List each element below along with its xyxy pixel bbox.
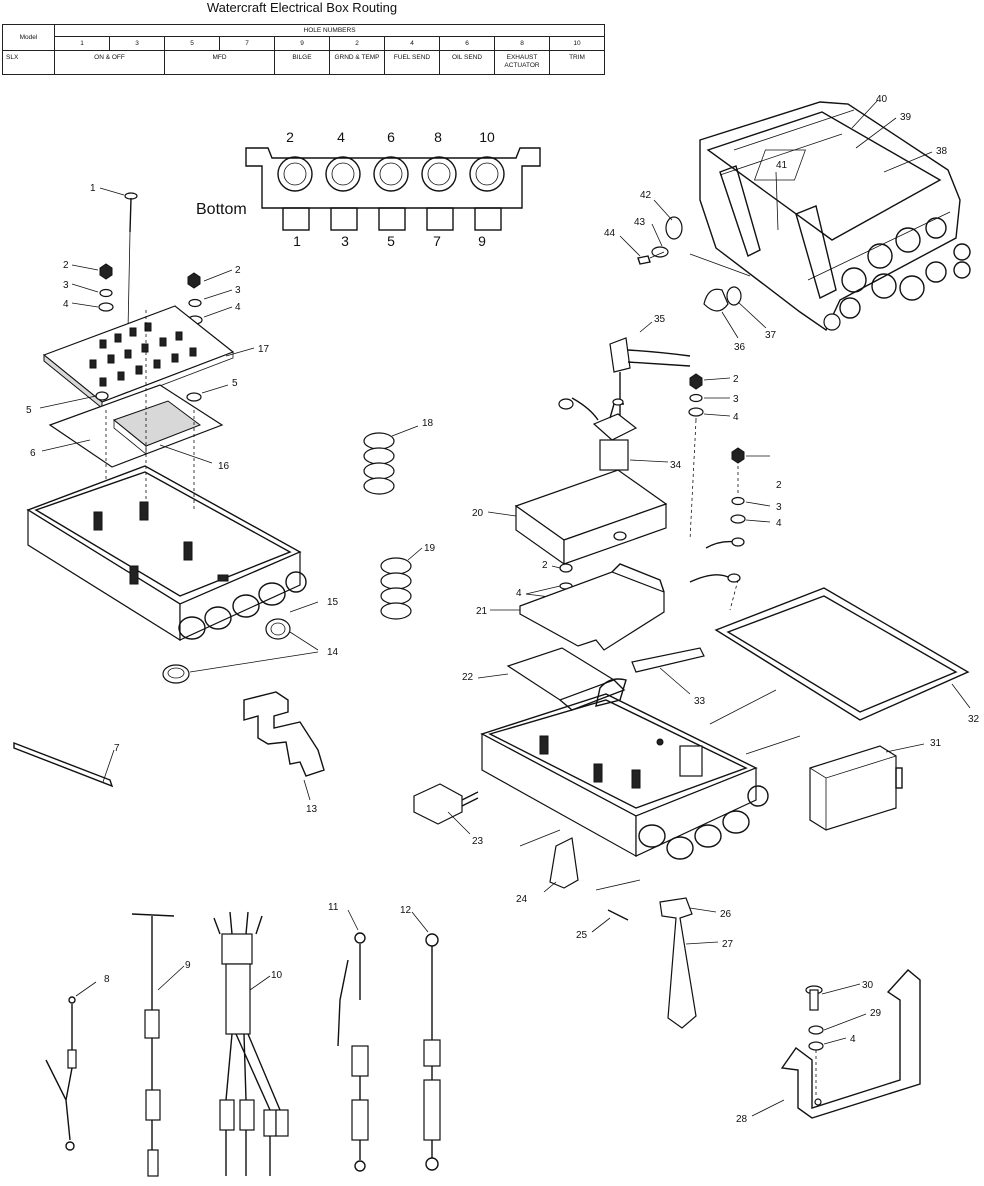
- callout-8: 8: [104, 974, 110, 985]
- solenoid: [558, 397, 669, 471]
- callout-4-upper-right: 4: [733, 412, 739, 423]
- bottom-under-5: 5: [387, 233, 395, 249]
- callout-4-left: 4: [63, 299, 69, 310]
- cell-on-off: ON & OFF: [54, 50, 165, 75]
- bottom-under-9: 9: [478, 233, 486, 249]
- wire-harnesses: [45, 909, 441, 1177]
- callout-27: 27: [722, 939, 734, 950]
- callout-7: 7: [114, 743, 120, 754]
- callout-4-right: 4: [235, 302, 241, 313]
- callout-31: 31: [930, 738, 942, 749]
- bottom-view-sockets: [277, 156, 505, 231]
- callout-18: 18: [422, 418, 434, 429]
- callout-5-right: 5: [232, 378, 238, 389]
- callout-15: 15: [327, 597, 339, 608]
- callout-4-bracket: 4: [850, 1034, 856, 1045]
- callout-19: 19: [424, 543, 436, 554]
- callout-21: 21: [476, 606, 488, 617]
- callout-33: 33: [694, 696, 706, 707]
- callout-29: 29: [870, 1008, 882, 1019]
- bottom-top-10: 10: [479, 129, 495, 145]
- screw-part: [124, 192, 138, 331]
- callout-3-right: 3: [235, 285, 241, 296]
- bottom-top-4: 4: [337, 129, 345, 145]
- bottom-top-8: 8: [434, 129, 442, 145]
- callout-3-upper-right: 3: [733, 394, 739, 405]
- assembled-box: [619, 99, 971, 339]
- left-box-base: [26, 465, 302, 642]
- callout-4-small: 4: [516, 588, 522, 599]
- callout-44: 44: [604, 228, 616, 239]
- routing-table: Model HOLE NUMBERS 1 3 5 7 9 2 4 6 8 10 …: [2, 24, 606, 75]
- callout-10: 10: [271, 970, 283, 981]
- callout-labels: 1 2 3 4 2 3 4 17 5 5 6 16 15 14 7 13 18 …: [26, 94, 980, 1125]
- callout-2-small: 2: [542, 560, 548, 571]
- callout-35: 35: [654, 314, 666, 325]
- callout-4-lower-right: 4: [776, 518, 782, 529]
- cell-trim: TRIM: [548, 50, 606, 75]
- model-header: Model: [2, 24, 55, 51]
- diagram-title: Watercraft Electrical Box Routing: [206, 0, 398, 15]
- callout-3-left: 3: [63, 280, 69, 291]
- callout-13: 13: [306, 804, 318, 815]
- callout-41: 41: [776, 160, 788, 171]
- bottom-top-6: 6: [387, 129, 395, 145]
- bottom-view: 2 4 6 8 10 1 3 5 7 9 Bottom: [196, 129, 541, 249]
- cell-oil-send: OIL SEND: [439, 50, 495, 75]
- callout-17: 17: [258, 344, 270, 355]
- callout-30: 30: [862, 980, 874, 991]
- callout-22: 22: [462, 672, 474, 683]
- callout-5-left: 5: [26, 405, 32, 416]
- right-assembly: [413, 321, 971, 1119]
- callout-3-lower-right: 3: [776, 502, 782, 513]
- callout-37: 37: [765, 330, 777, 341]
- callout-28: 28: [736, 1114, 748, 1125]
- right-box-base: [480, 693, 758, 858]
- callout-25: 25: [576, 930, 588, 941]
- callout-40: 40: [876, 94, 888, 105]
- callout-20: 20: [472, 508, 484, 519]
- callout-2-right: 2: [235, 265, 241, 276]
- callout-36: 36: [734, 342, 746, 353]
- bottom-under-1: 1: [293, 233, 301, 249]
- callout-12: 12: [400, 905, 412, 916]
- callout-38: 38: [936, 146, 948, 157]
- cell-grnd-temp: GRND & TEMP: [329, 50, 385, 75]
- callout-9: 9: [185, 960, 191, 971]
- spring-18: [363, 425, 419, 495]
- callout-2-upper-right: 2: [733, 374, 739, 385]
- bottom-under-3: 3: [341, 233, 349, 249]
- hole-col-10: 10: [548, 36, 606, 51]
- callout-2-lower-right: 2: [776, 480, 782, 491]
- cell-fuel-send: FUEL SEND: [384, 50, 440, 75]
- bottom-top-2: 2: [286, 129, 294, 145]
- cell-exhaust-actuator: EXHAUST ACTUATOR: [494, 50, 550, 75]
- left-assembly: [13, 187, 423, 801]
- callout-34: 34: [670, 460, 682, 471]
- callout-42: 42: [640, 190, 652, 201]
- bottom-label: Bottom: [196, 201, 247, 218]
- cell-bilge: BILGE: [274, 50, 330, 75]
- callout-11: 11: [328, 902, 339, 913]
- callout-1: 1: [90, 183, 96, 194]
- callout-26: 26: [720, 909, 732, 920]
- callout-43: 43: [634, 217, 646, 228]
- callout-6: 6: [30, 448, 36, 459]
- callout-23: 23: [472, 836, 484, 847]
- cell-mfd: MFD: [164, 50, 275, 75]
- callout-16: 16: [218, 461, 230, 472]
- model-slx: SLX: [2, 50, 55, 75]
- callout-24: 24: [516, 894, 528, 905]
- callout-2-left: 2: [63, 260, 69, 271]
- callout-32: 32: [968, 714, 980, 725]
- bottom-under-7: 7: [433, 233, 441, 249]
- callout-39: 39: [900, 112, 912, 123]
- spring-19: [380, 547, 423, 620]
- callout-14: 14: [327, 647, 339, 658]
